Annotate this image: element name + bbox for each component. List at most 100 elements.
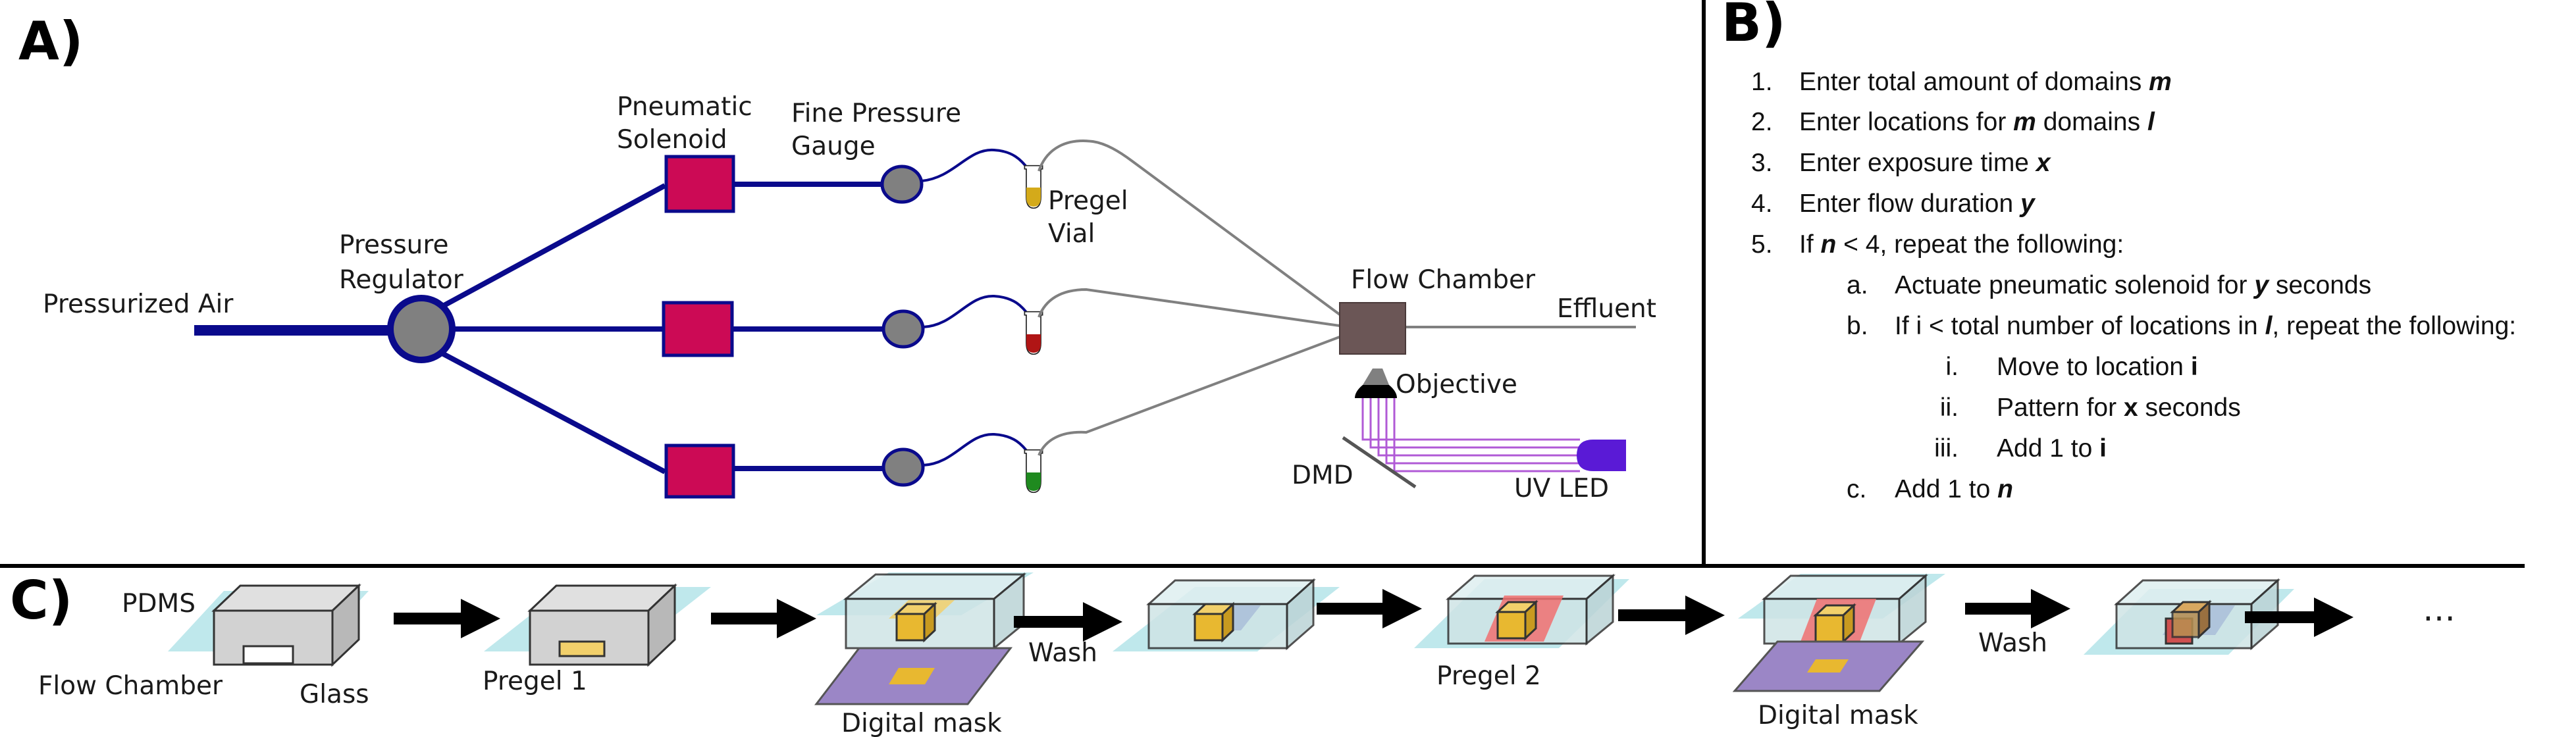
- gauge-vial-tube-mid: [922, 294, 1032, 328]
- panel-label-c: C): [10, 570, 72, 631]
- subsubstep-ii-part-1: x: [2124, 394, 2138, 422]
- step-2: Enter locations for m domains l: [1799, 108, 2155, 136]
- label-pressurized-air: Pressurized Air: [43, 290, 234, 319]
- dmd-mirror: [1342, 436, 1417, 489]
- chamber-stage-7: [2084, 578, 2294, 655]
- pressure-gauge-bottom: [881, 447, 925, 487]
- chamber-stage-2: [484, 583, 711, 667]
- subsubstep-i-part-0: Move to location: [1997, 353, 2191, 381]
- step-4-part-1: y: [2019, 190, 2036, 218]
- step-5-part-1: n: [1821, 230, 1837, 259]
- step-2-part-0: Enter locations for: [1799, 108, 2013, 136]
- subsubstep-i-num: i.: [1946, 353, 1959, 381]
- step-arrow-6: [1965, 589, 2070, 628]
- step-5: If n < 4, repeat the following:: [1799, 230, 2124, 259]
- label-pdms: PDMS: [122, 589, 196, 619]
- substep-a: Actuate pneumatic solenoid for y seconds: [1895, 271, 2371, 299]
- label-wash-2: Wash: [1978, 628, 2047, 658]
- flow-chamber: [1339, 302, 1406, 355]
- label-pressure-regulator-line2: Regulator: [339, 265, 464, 295]
- panel-label-b: B): [1722, 0, 1786, 53]
- label-pregel-vial-line2: Vial: [1048, 219, 1095, 249]
- label-pneumatic-solenoid-line2: Solenoid: [617, 125, 727, 155]
- label-fine-pressure-gauge-line1: Fine Pressure: [791, 99, 961, 128]
- chamber-stage-3: [814, 572, 1034, 705]
- continuation-ellipsis: …: [2423, 590, 2456, 628]
- label-pregel-2: Pregel 2: [1436, 661, 1541, 691]
- label-objective: Objective: [1396, 370, 1517, 399]
- uv-beam-paths: [1361, 398, 1580, 472]
- step-4-num: 4.: [1751, 190, 1773, 218]
- label-pneumatic-solenoid-line1: Pneumatic: [617, 92, 752, 122]
- branch-line-top: [417, 183, 666, 322]
- step-arrow-4: [1317, 589, 1422, 628]
- step-arrow-7: [2245, 597, 2353, 637]
- step-1-num: 1.: [1751, 68, 1773, 96]
- step-3-num: 3.: [1751, 149, 1773, 177]
- subsubstep-ii-part-0: Pattern for: [1997, 394, 2124, 422]
- label-fine-pressure-gauge-line2: Gauge: [791, 132, 876, 161]
- step-2-part-3: l: [2147, 108, 2155, 136]
- step-3: Enter exposure time x: [1799, 149, 2051, 177]
- step-2-part-2: domains: [2036, 108, 2147, 136]
- step-arrow-5: [1618, 596, 1725, 635]
- step-5-part-0: If: [1799, 230, 1821, 259]
- flow-setup-diagram: Pressurized Air Pressure Regulator Pneum…: [43, 92, 1656, 503]
- label-flow-chamber-c: Flow Chamber: [38, 671, 223, 701]
- label-pregel-vial-line1: Pregel: [1048, 186, 1128, 216]
- pneumatic-solenoid-top: [664, 155, 735, 213]
- substep-b-num: b.: [1847, 312, 1868, 340]
- pregel-vial-top: [1024, 165, 1043, 209]
- vial-chamber-tube-bottom: [1038, 336, 1340, 456]
- step-5-num: 5.: [1751, 230, 1773, 259]
- pressure-gauge-top: [880, 165, 924, 204]
- step-2-part-1: m: [2013, 108, 2036, 136]
- step-4: Enter flow duration y: [1799, 190, 2036, 218]
- pregel-vial-bottom: [1024, 449, 1043, 494]
- step-1-part-1: m: [2149, 68, 2172, 96]
- pneumatic-solenoid-mid: [662, 301, 734, 357]
- branch-line-bottom: [417, 338, 666, 474]
- subsubstep-ii-num: ii.: [1940, 394, 1958, 422]
- step-arrow-3: [1014, 602, 1122, 642]
- substep-b-part-1: l: [2265, 312, 2273, 340]
- substep-c-part-1: n: [1997, 475, 2013, 503]
- vial-chamber-tube-top: [1038, 140, 1341, 316]
- subsubstep-i: Move to location i: [1997, 353, 2198, 381]
- subsubstep-iii-part-0: Add 1 to: [1997, 434, 2099, 463]
- substep-b-part-2: , repeat the following:: [2272, 312, 2516, 340]
- label-glass: Glass: [300, 680, 369, 709]
- label-dmd: DMD: [1292, 461, 1354, 490]
- subsubstep-ii-part-2: seconds: [2138, 394, 2241, 422]
- step-1: Enter total amount of domains m: [1799, 68, 2172, 96]
- step-arrow-1: [394, 599, 500, 638]
- substep-b: If i < total number of locations in l, r…: [1895, 312, 2516, 340]
- label-digital-mask-2: Digital mask: [1758, 701, 1918, 730]
- step-5-part-2: < 4, repeat the following:: [1836, 230, 2124, 259]
- pressure-gauge-mid: [881, 309, 925, 349]
- gauge-vial-tube-top: [921, 148, 1032, 182]
- step-3-part-1: x: [2035, 149, 2051, 177]
- objective-lens: [1363, 368, 1389, 385]
- subsubstep-iii: Add 1 to i: [1997, 434, 2107, 463]
- step-4-part-0: Enter flow duration: [1799, 190, 2020, 218]
- subsubstep-i-part-1: i: [2191, 353, 2198, 381]
- algorithm-steps: 1. Enter total amount of domains m 2. En…: [1751, 68, 2516, 503]
- vial-chamber-tube-mid: [1038, 288, 1340, 327]
- label-pressure-regulator-line1: Pressure: [339, 230, 449, 260]
- substep-a-num: a.: [1847, 271, 1868, 299]
- label-flow-chamber: Flow Chamber: [1351, 265, 1536, 295]
- substep-c-part-0: Add 1 to: [1895, 475, 1997, 503]
- label-pregel-1: Pregel 1: [483, 667, 587, 696]
- substep-a-part-1: y: [2253, 271, 2270, 299]
- pregel-vial-mid: [1024, 311, 1043, 355]
- label-wash-1: Wash: [1028, 638, 1097, 668]
- step-3-part-0: Enter exposure time: [1799, 149, 2036, 177]
- chamber-stage-1: [168, 583, 369, 667]
- substep-c: Add 1 to n: [1895, 475, 2013, 503]
- label-uv-led: UV LED: [1514, 474, 1609, 503]
- substep-a-part-0: Actuate pneumatic solenoid for: [1895, 271, 2254, 299]
- step-arrow-2: [711, 599, 816, 638]
- gauge-vial-tube-bottom: [922, 432, 1032, 467]
- patterning-sequence: PDMS Flow Chamber Glass Pregel 1: [38, 572, 2456, 737]
